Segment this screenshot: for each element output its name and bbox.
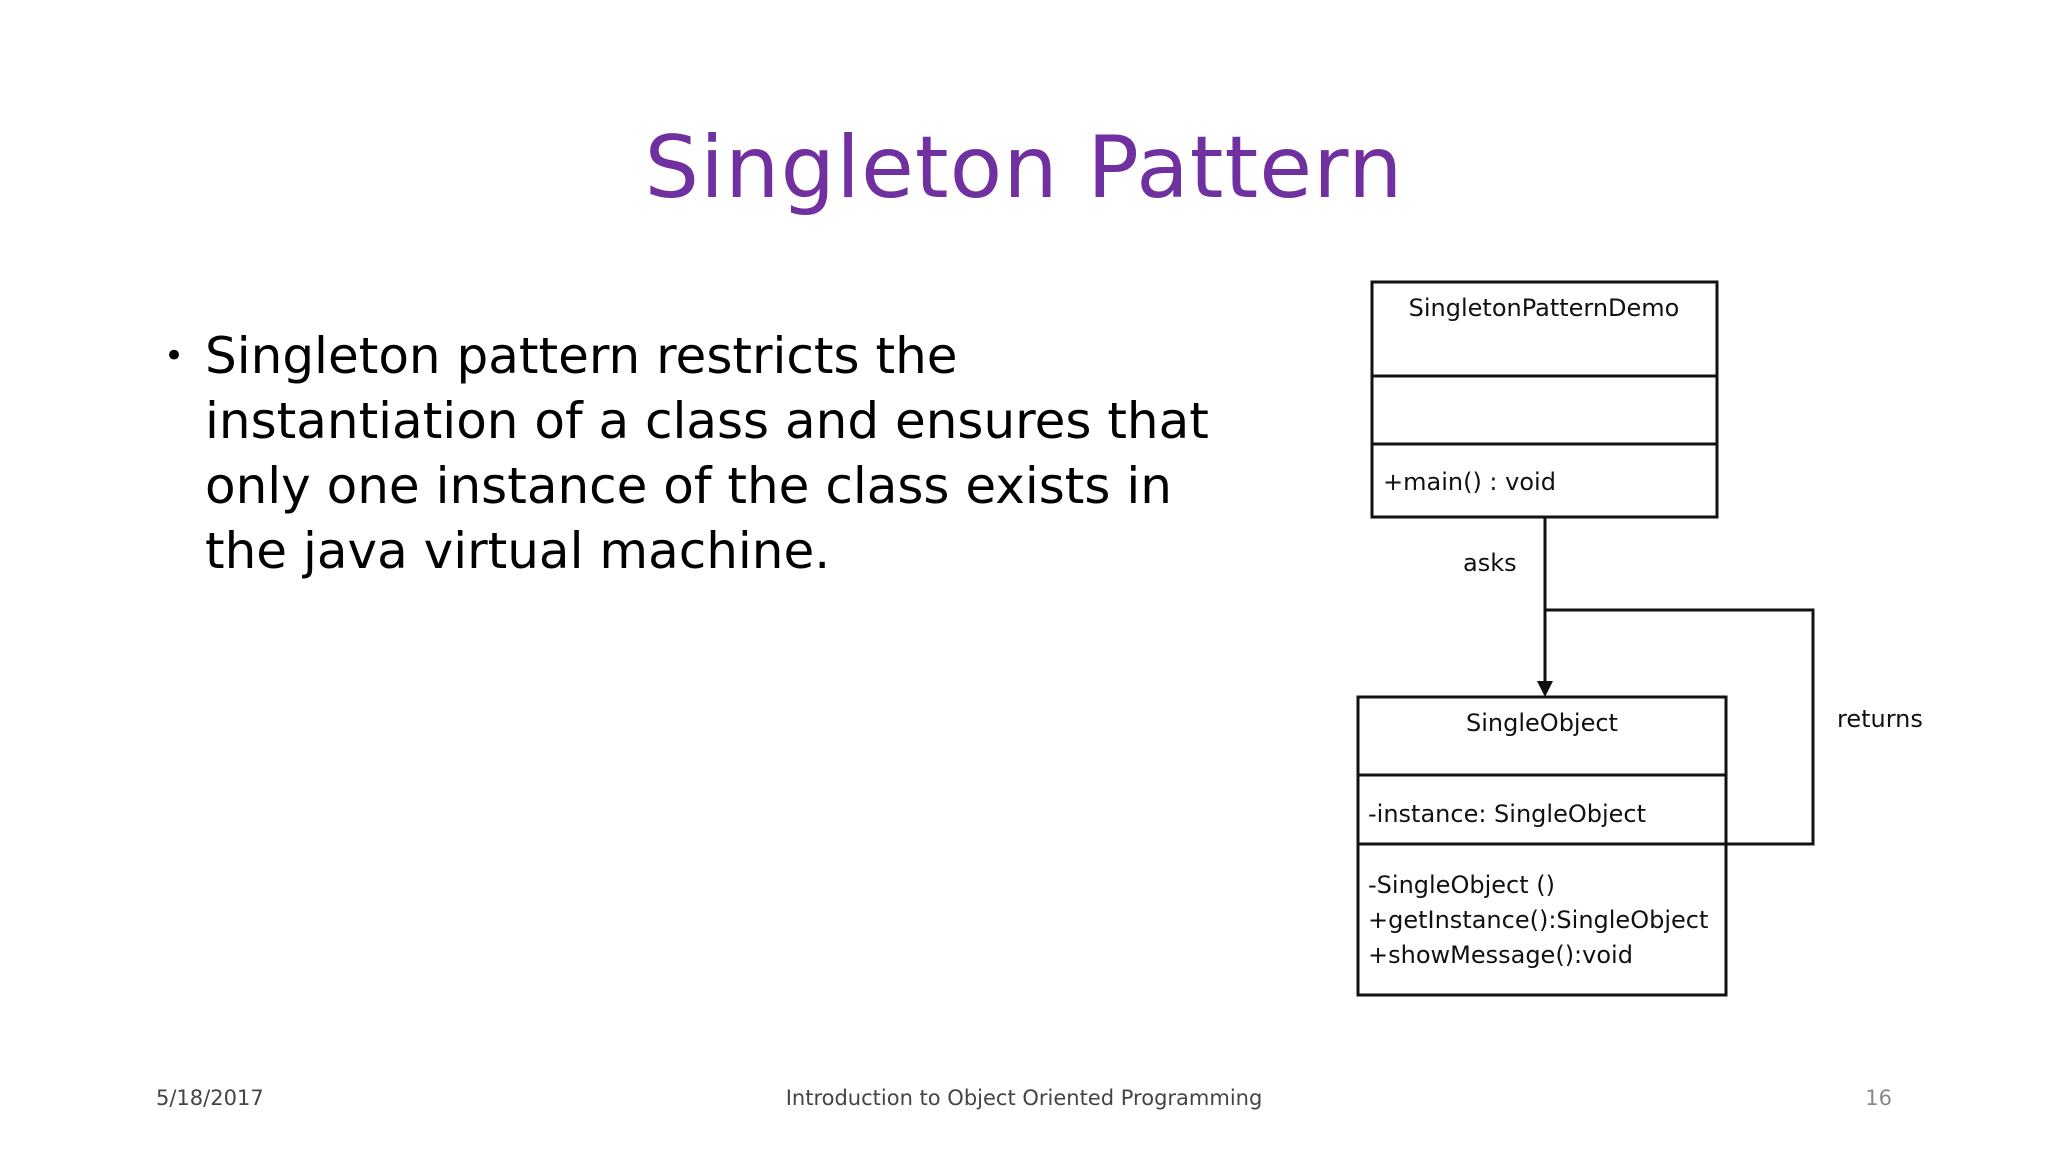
demo-class-name: SingletonPatternDemo xyxy=(1409,294,1680,322)
demo-class-method: +main() : void xyxy=(1383,468,1556,496)
footer-date: 5/18/2017 xyxy=(156,1086,264,1110)
returns-connector xyxy=(1545,608,1815,846)
returns-label: returns xyxy=(1837,705,1923,733)
single-class-method-3: +showMessage():void xyxy=(1368,941,1633,969)
footer-page-number: 16 xyxy=(1865,1086,1892,1110)
asks-arrowhead-icon xyxy=(1537,681,1553,697)
asks-label: asks xyxy=(1463,549,1517,577)
bullet-dot-icon: • xyxy=(164,336,185,376)
single-class-name: SingleObject xyxy=(1466,709,1618,737)
bullet-list: • Singleton pattern restricts the instan… xyxy=(164,324,1244,584)
bullet-text: Singleton pattern restricts the instanti… xyxy=(205,327,1209,580)
single-class-box xyxy=(1356,695,1728,997)
uml-diagram: SingletonPatternDemo +main() : void asks… xyxy=(1356,280,1923,997)
footer-course-title: Introduction to Object Oriented Programm… xyxy=(785,1086,1263,1110)
single-class-method-2: +getInstance():SingleObject xyxy=(1368,906,1708,934)
single-class-attribute: -instance: SingleObject xyxy=(1368,800,1646,828)
single-class-method-1: -SingleObject () xyxy=(1368,871,1555,899)
slide-title: Singleton Pattern xyxy=(644,118,1404,218)
